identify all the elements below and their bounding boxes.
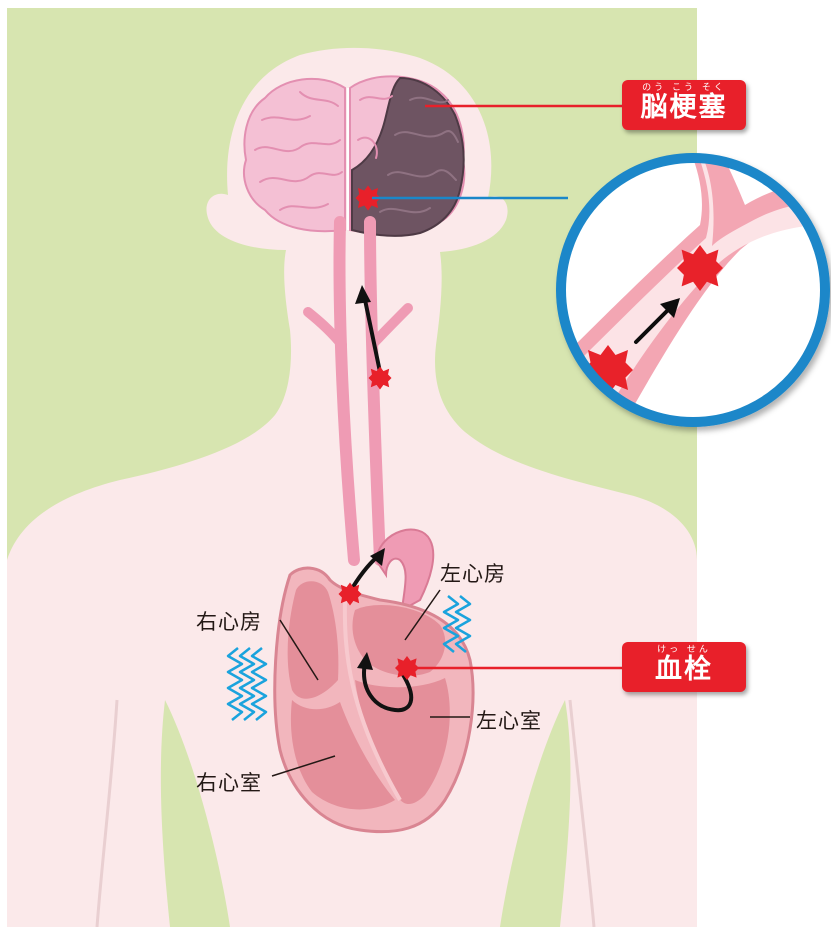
label-left-atrium: 左心房 [440, 558, 506, 588]
blood-clot-icon [369, 367, 392, 390]
label-right-ventricle: 右心室 [196, 767, 262, 797]
stroke-badge-text: 脳梗塞 [622, 93, 746, 123]
stroke-badge: のう こう そく 脳梗塞 [622, 80, 746, 130]
lens-clot-upper [677, 245, 723, 291]
clot-badge-text: 血栓 [622, 655, 746, 685]
brain [244, 76, 464, 235]
clot-badge: けっ せん 血栓 [622, 642, 746, 692]
blood-clot-icon [339, 583, 362, 606]
label-left-ventricle: 左心室 [476, 705, 542, 735]
label-right-atrium: 右心房 [196, 606, 262, 636]
